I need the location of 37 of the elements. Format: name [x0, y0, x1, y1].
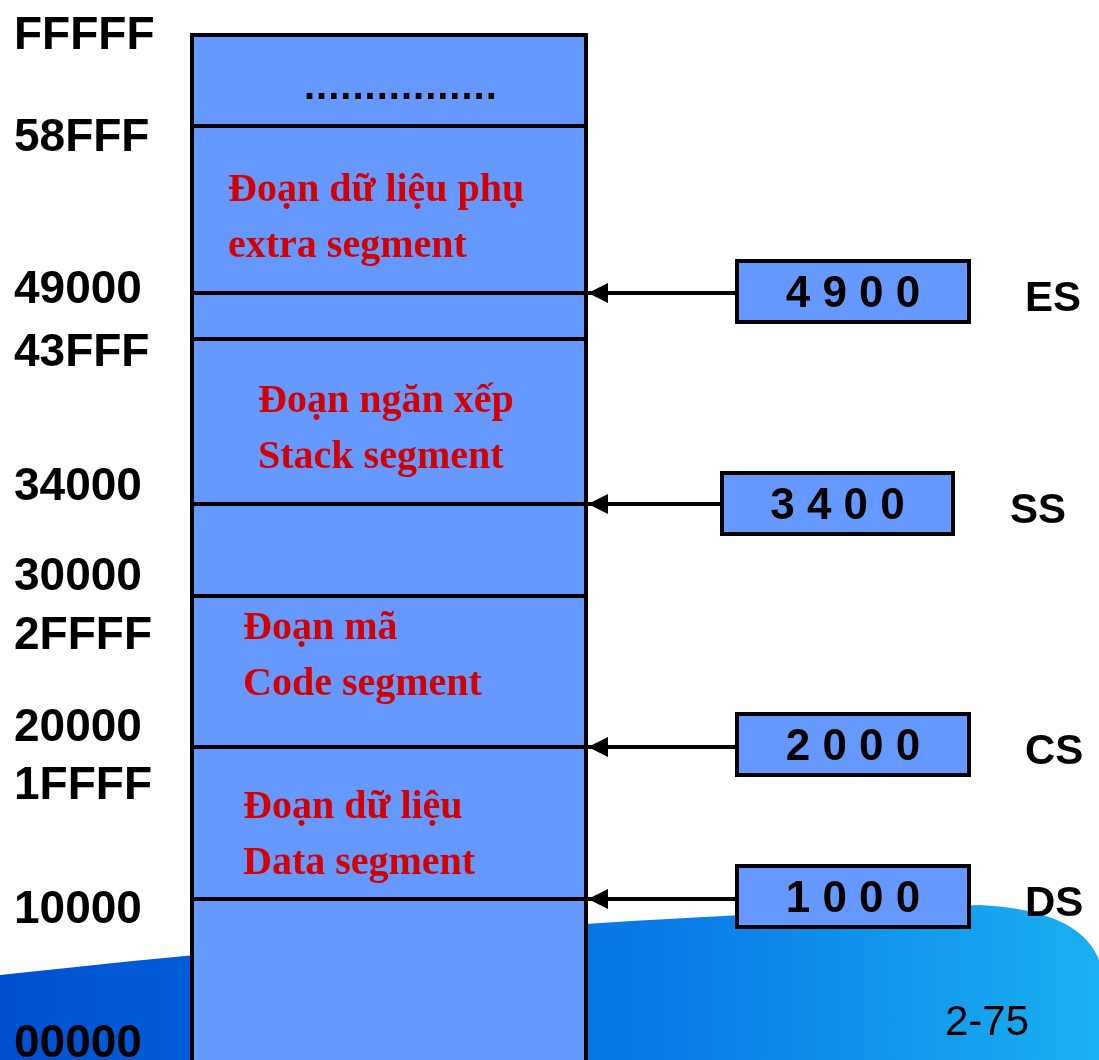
register-box: [720, 471, 955, 536]
address-label: 34000: [14, 461, 142, 507]
address-label: 00000: [14, 1018, 142, 1060]
address-label: FFFFF: [14, 10, 155, 56]
segment-name-english: Data segment: [243, 841, 476, 881]
segment-name-english: Code segment: [243, 662, 482, 702]
register-value: 4 9 0 0: [785, 269, 921, 314]
arrow: [588, 283, 735, 303]
address-label: 1FFFF: [14, 760, 152, 806]
register-box: [735, 259, 971, 324]
arrow: [588, 737, 735, 757]
address-label: 49000: [14, 264, 142, 310]
register-box: [735, 712, 971, 777]
register-box: [735, 864, 971, 929]
register-name: SS: [1010, 487, 1067, 530]
segment-name-english: Stack segment: [258, 435, 504, 475]
register-value: 2 0 0 0: [785, 722, 921, 767]
arrow: [588, 889, 735, 909]
page-number: 2-75: [945, 1000, 1030, 1042]
register-name: DS: [1025, 880, 1084, 923]
segment-name-english: extra segment: [228, 224, 467, 264]
address-label: 43FFF: [14, 327, 150, 373]
address-label: 58FFF: [14, 112, 150, 158]
ellipsis-text: ................: [304, 65, 498, 105]
register-name: CS: [1025, 728, 1084, 771]
address-label: 20000: [14, 702, 142, 748]
register-value: 1 0 0 0: [785, 874, 921, 919]
segment-name: Đoạn ngăn xếp: [258, 379, 514, 419]
arrow: [588, 494, 720, 514]
address-label: 2FFFF: [14, 610, 152, 656]
segment-name: Đoạn dữ liệu phụ: [228, 168, 525, 208]
address-label: 30000: [14, 551, 142, 597]
segment-name: Đoạn dữ liệu: [243, 785, 463, 825]
register-name: ES: [1025, 275, 1082, 318]
register-value: 3 4 0 0: [770, 481, 905, 526]
segment-name: Đoạn mã: [243, 606, 398, 646]
address-label: 10000: [14, 884, 142, 930]
